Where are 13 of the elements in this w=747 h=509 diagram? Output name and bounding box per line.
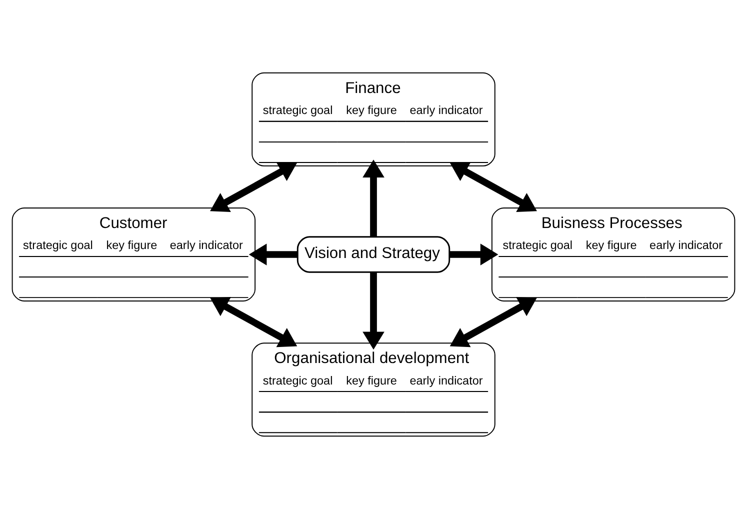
node-box: Finance strategic goal key figure early indicator — [252, 72, 496, 166]
node-box: Vision and Strategy — [296, 236, 450, 273]
arrow — [449, 244, 498, 266]
arrow — [210, 297, 298, 348]
arrow — [362, 272, 384, 350]
arrow — [450, 162, 537, 212]
node-box: Buisness Processes strategic goal key figure early indicator — [491, 208, 736, 302]
arrow — [362, 160, 384, 237]
node-box: Organisational development strategic goal key figure early indicator — [252, 342, 496, 437]
node-box: Customer strategic goal key figure early indicator — [12, 208, 256, 302]
arrow — [450, 297, 537, 348]
arrow — [210, 162, 298, 212]
arrow — [248, 244, 298, 266]
